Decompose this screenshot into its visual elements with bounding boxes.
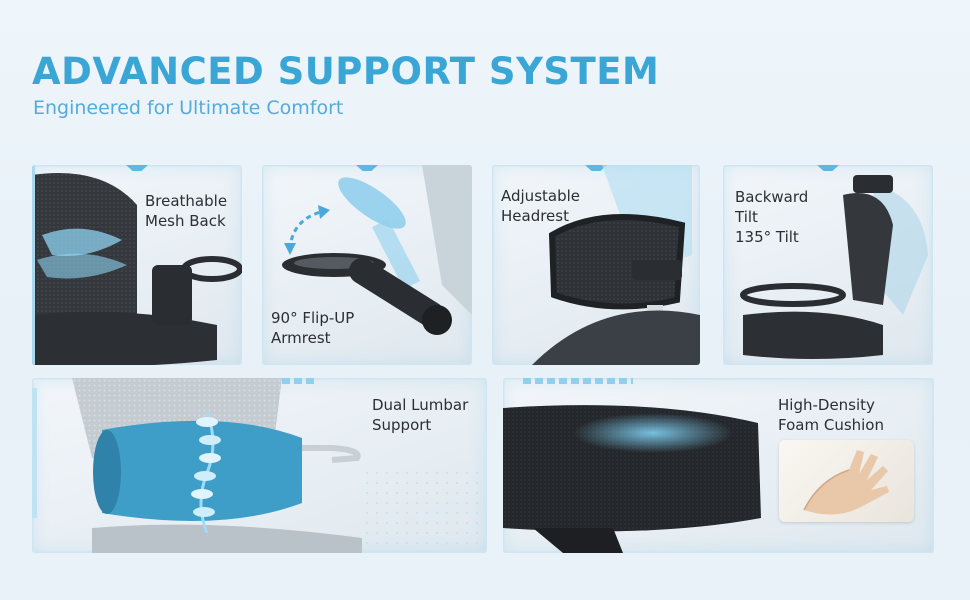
panel-notch: [585, 165, 607, 171]
cushion-illustration: [503, 405, 761, 553]
foam-sample-image: [779, 440, 914, 522]
panel-dot-grid: [362, 468, 482, 548]
panel-stripe-decoration: [523, 378, 633, 384]
hand-print-icon: [803, 450, 889, 515]
armrest-illustration: [282, 165, 472, 335]
panel-frame-accent: [32, 165, 35, 365]
headrest-illustration: [532, 165, 700, 365]
panel-notch: [126, 165, 148, 171]
panel-notch: [817, 165, 839, 171]
lumbar-illustration: [72, 378, 362, 553]
page-subtitle: Engineered for Ultimate Comfort: [33, 97, 344, 119]
mesh-back-illustration: [32, 173, 242, 365]
page-title: ADVANCED SUPPORT SYSTEM: [32, 50, 660, 93]
panel-notch: [356, 165, 378, 171]
panel-frame-accent: [32, 388, 37, 518]
tilt-illustration: [740, 175, 928, 359]
flip-arrow-icon: [284, 205, 330, 255]
spine-icon: [191, 412, 221, 534]
